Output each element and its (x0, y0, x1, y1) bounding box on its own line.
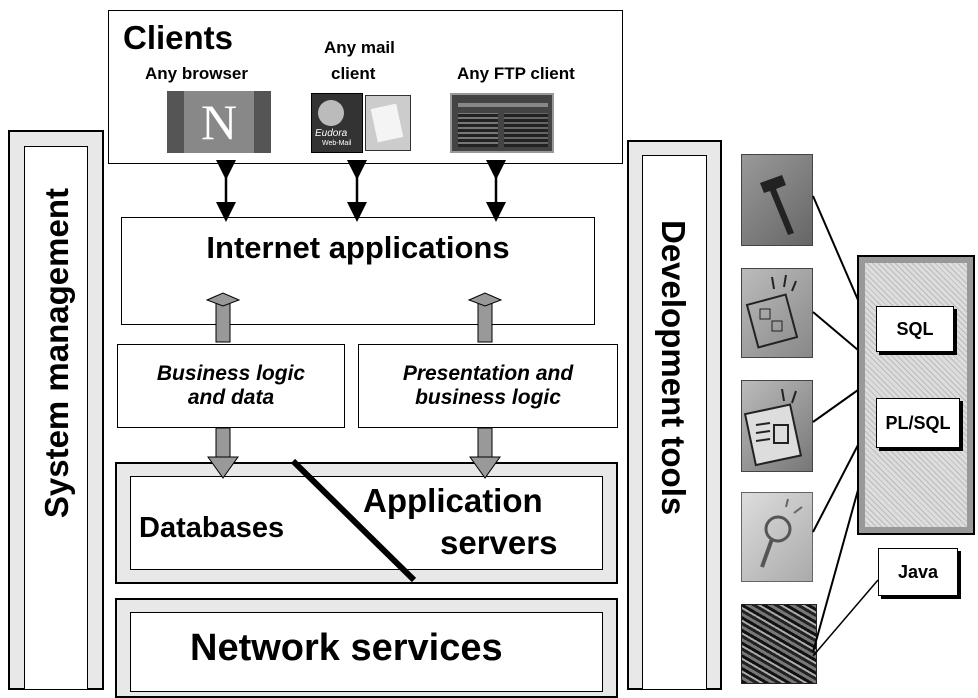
clients-panel: Clients Any browser Any mail client Any … (108, 10, 623, 164)
sql-label: SQL (876, 306, 954, 352)
mail-label-1: Any mail (324, 38, 395, 57)
business-logic-box: Business logic and data (117, 344, 345, 428)
java-label: Java (878, 548, 958, 596)
ftp-label: Any FTP client (457, 64, 575, 83)
business-logic-line1: Business logic (156, 362, 306, 385)
application-servers-line2: servers (440, 524, 558, 561)
magnifier-icon (741, 492, 813, 582)
hammer-icon (741, 154, 813, 246)
application-servers-arrow-down (469, 427, 501, 479)
hammer-connector (812, 195, 859, 301)
presentation-logic-line2: business logic (415, 386, 561, 409)
servers-divider (290, 458, 417, 583)
servers-inner-box (130, 476, 603, 570)
coffee-connector (812, 489, 859, 653)
business-logic-arrow-up (205, 292, 241, 343)
presentation-logic-arrow-up (467, 292, 503, 343)
document-sketch-icon (741, 380, 813, 472)
diagram-sketch-icon (741, 268, 813, 358)
development-tools-inner (642, 155, 707, 690)
eudora-mail-icon: Eudora Web-Mail (311, 93, 363, 153)
diagram-connector (812, 311, 859, 351)
plsql-label: PL/SQL (876, 398, 960, 448)
ftp-client-window-icon (450, 93, 554, 153)
mail-app-icon (365, 95, 411, 151)
browser-label: Any browser (145, 64, 248, 83)
network-services-label: Network services (190, 627, 503, 669)
presentation-logic-line1: Presentation and (402, 362, 574, 385)
mail-label-2: client (331, 64, 376, 83)
databases-arrow-down (207, 427, 239, 479)
internet-applications-box: Internet applications (121, 217, 595, 325)
databases-label: Databases (139, 512, 285, 544)
development-tools-label: Development tools (655, 220, 692, 516)
oracle-languages-panel (857, 255, 975, 535)
document-connector (812, 389, 859, 423)
internet-applications-label: Internet applications (206, 230, 510, 265)
java-connector (812, 579, 879, 657)
magnifier-connector (812, 444, 859, 533)
network-inner-box (130, 612, 603, 692)
clients-title: Clients (123, 19, 234, 56)
application-servers-line1: Application (363, 482, 543, 519)
netscape-letter: N (200, 94, 238, 150)
eudora-text: Eudora (315, 128, 348, 139)
connector-layer (205, 160, 879, 657)
presentation-logic-box: Presentation and business logic (358, 344, 618, 428)
eudora-subtext: Web-Mail (322, 140, 352, 147)
system-management-inner (24, 146, 88, 690)
netscape-browser-icon: N (167, 91, 271, 153)
business-logic-line2: and data (187, 386, 275, 409)
